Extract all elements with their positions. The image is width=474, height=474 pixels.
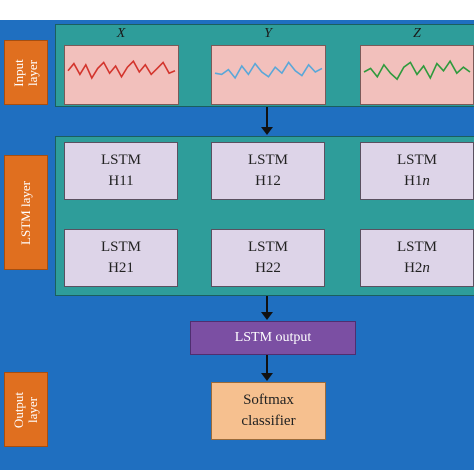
- lstm-cell-h12: LSTM H12: [211, 142, 325, 200]
- lstm-cell-name: LSTM: [396, 152, 437, 168]
- arrow-input-to-lstm: [261, 107, 273, 135]
- signal-z-box: [360, 45, 474, 105]
- axis-label-y: Y: [264, 26, 272, 41]
- signal-z-wave: [363, 59, 471, 81]
- lstm-cell-id: H21: [108, 260, 134, 276]
- signal-x-wave: [67, 59, 176, 80]
- lstm-output-box: LSTM output: [190, 321, 356, 355]
- input-layer-label: Input layer: [11, 58, 40, 87]
- arrow-output-to-softmax: [261, 355, 273, 381]
- lstm-cell-h11: LSTM H11: [64, 142, 178, 200]
- lstm-cell-id: H11: [108, 173, 134, 189]
- lstm-cell-name: LSTM: [100, 152, 141, 168]
- arrow-lstm-to-output: [261, 296, 273, 320]
- signal-y-wave: [214, 61, 323, 80]
- lstm-layer-label: LSTM layer: [18, 180, 33, 245]
- lstm-cell-h1n: LSTM H1n: [360, 142, 474, 200]
- lstm-cell-id: H2n: [404, 260, 430, 276]
- lstm-cell-id: H1n: [404, 173, 430, 189]
- lstm-cell-name: LSTM: [100, 239, 141, 255]
- lstm-cell-name: LSTM: [396, 239, 437, 255]
- softmax-classifier-box: Softmax classifier: [211, 382, 326, 440]
- lstm-cell-id: H12: [255, 173, 281, 189]
- axis-label-x: X: [116, 26, 126, 41]
- lstm-cell-name: LSTM: [247, 152, 288, 168]
- lstm-cell-h21: LSTM H21: [64, 229, 178, 287]
- softmax-label-line2: classifier: [241, 413, 296, 429]
- lstm-cell-h22: LSTM H22: [211, 229, 325, 287]
- lstm-cell-name: LSTM: [247, 239, 288, 255]
- signal-y-box: [211, 45, 326, 105]
- output-layer-label: Output layer: [11, 391, 40, 428]
- softmax-label-line1: Softmax: [243, 392, 294, 408]
- axis-label-z: Z: [413, 26, 421, 41]
- lstm-output-label: LSTM output: [234, 330, 312, 345]
- output-layer-label-box: Output layer: [4, 372, 48, 447]
- lstm-layer-label-box: LSTM layer: [4, 155, 48, 270]
- lstm-cell-h2n: LSTM H2n: [360, 229, 474, 287]
- signal-x-box: [64, 45, 179, 105]
- input-layer-label-box: Input layer: [4, 40, 48, 105]
- lstm-cell-id: H22: [255, 260, 281, 276]
